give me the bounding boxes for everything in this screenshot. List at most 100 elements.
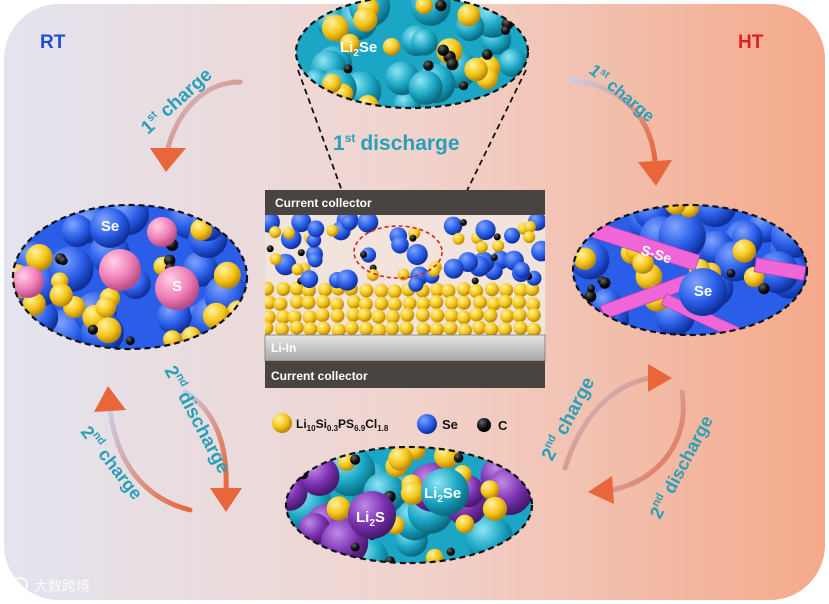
li2se-particle — [408, 70, 443, 105]
electrolyte-particle — [387, 284, 402, 299]
li-in-anode — [264, 334, 546, 362]
carbon-particle — [481, 49, 493, 60]
electrolyte-particle — [482, 496, 507, 521]
electrolyte-particle — [526, 308, 541, 323]
electrolyte-particle — [402, 296, 417, 311]
se-particle — [679, 268, 727, 316]
electrolyte-particle — [265, 295, 277, 310]
carbon-particle — [446, 58, 459, 71]
electrolyte-particle — [512, 295, 526, 310]
electrolyte-particle — [290, 295, 304, 309]
electrolyte-particle — [428, 264, 441, 277]
arrows — [94, 77, 686, 513]
se-particle — [513, 261, 530, 279]
electrolyte-particle — [523, 231, 536, 244]
electrolyte-particle — [289, 320, 304, 335]
legend-se-label: Se — [442, 417, 458, 432]
carbon-particle — [437, 44, 449, 56]
carbon-particle — [58, 256, 68, 266]
legend: Li10Si0.3PS6.9Cl1.8 Se C — [272, 413, 508, 434]
electrolyte-particle — [441, 283, 456, 298]
electrolyte-particle — [303, 322, 318, 335]
electrolyte-particle — [415, 0, 433, 15]
right-second-charge-arrow — [562, 375, 653, 471]
se-particle — [336, 269, 358, 291]
electrolyte-particle — [444, 295, 459, 310]
electrolyte-particle — [499, 283, 514, 297]
electrolyte-particle — [269, 226, 282, 239]
electrolyte-particle — [213, 261, 241, 289]
electrolyte-particle — [399, 321, 414, 335]
left-second-discharge-arrow — [182, 389, 229, 493]
carbon-particle — [758, 283, 770, 295]
electrolyte-particle — [455, 514, 475, 534]
electrolyte-particle — [512, 308, 527, 323]
electrolyte-particle — [372, 323, 387, 335]
carbon-particle — [423, 60, 434, 71]
sulfur-particle — [155, 266, 199, 310]
electrolyte-particle — [632, 252, 654, 274]
electrolyte-particle — [458, 323, 472, 335]
se-particle — [300, 270, 319, 289]
electrolyte-particle — [25, 244, 53, 271]
electrolyte-particle — [443, 321, 458, 335]
electrolyte-particle — [331, 323, 346, 335]
electrolyte-particle — [480, 480, 500, 499]
li2s-particle — [348, 491, 396, 539]
electrolyte-particle — [525, 282, 540, 297]
right-first-charge-arrowhead — [638, 160, 672, 186]
electrolyte-particle — [283, 227, 296, 240]
electrolyte-particle — [573, 247, 597, 270]
electrolyte-particle — [456, 282, 471, 297]
bottom-current-collector — [265, 361, 545, 388]
battery-cell: Current collector Li-In Current collecto… — [264, 190, 546, 388]
electrolyte-particle — [22, 292, 46, 316]
electrolyte-particle — [483, 308, 498, 323]
carbon-particle — [599, 277, 611, 289]
right-second-discharge-arrowhead — [588, 476, 614, 504]
electrolyte-particle — [276, 310, 291, 324]
electrolyte-particle — [526, 297, 541, 312]
electrolyte-particle — [374, 283, 389, 298]
se-particle — [406, 243, 428, 266]
electrolyte-particle — [469, 307, 484, 322]
electrolyte-particle — [344, 320, 359, 335]
electrolyte-particle — [400, 481, 425, 505]
right-second-discharge-arrow — [609, 389, 686, 493]
se-particle — [341, 215, 357, 231]
electrolyte-particle — [315, 308, 330, 323]
electrolyte-particle — [523, 220, 536, 233]
electrolyte-particle — [429, 322, 444, 335]
carbon-particle — [459, 81, 469, 91]
electrolyte-particle — [444, 308, 459, 323]
electrolyte-particle — [500, 309, 515, 323]
electrolyte-particle — [326, 496, 351, 521]
carbon-particle — [446, 547, 455, 556]
right-bubble: S-Se Se — [571, 203, 809, 337]
carbon-particle — [385, 556, 395, 563]
se-particle — [443, 216, 463, 236]
carbon-particle — [435, 0, 447, 12]
carbon-particle — [125, 336, 135, 346]
electrolyte-particle — [472, 320, 487, 335]
electrolyte-particle — [464, 57, 488, 82]
cell-particles — [265, 215, 545, 335]
electrolyte-particle — [475, 241, 488, 254]
electrolyte-particle — [190, 218, 213, 241]
carbon-particle — [493, 233, 501, 241]
electrolyte-particle — [316, 321, 331, 335]
electrolyte-particle — [340, 33, 360, 54]
electrolyte-particle — [347, 294, 361, 309]
electrolyte-particle — [452, 232, 465, 245]
bottom-bubble: Li2S Li2Se — [284, 445, 534, 565]
electrolyte-particle — [302, 310, 317, 325]
carbon-particle — [584, 290, 597, 303]
electrolyte-particle — [358, 297, 373, 312]
electrolyte-particle — [287, 310, 302, 324]
zoom-line-left — [297, 69, 363, 247]
se-particle — [531, 240, 545, 262]
electrolyte-particle — [357, 308, 372, 323]
electrolyte-particle — [322, 73, 342, 94]
electrolyte-particle — [457, 3, 481, 27]
